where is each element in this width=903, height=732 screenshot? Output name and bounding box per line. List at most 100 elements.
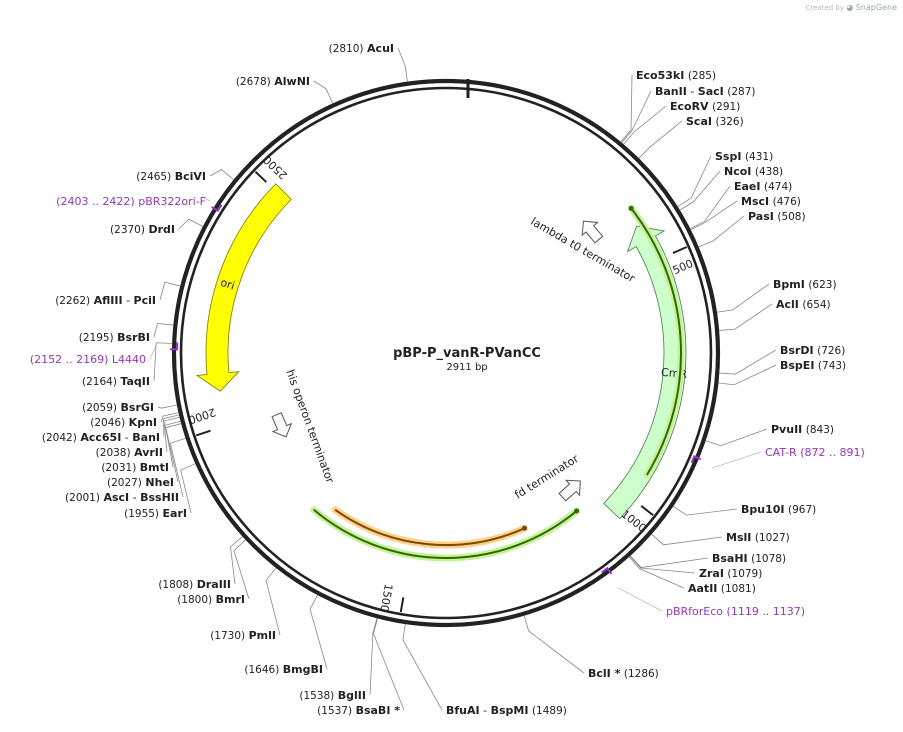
- leader-line: [313, 80, 334, 104]
- leader-line: [373, 618, 405, 711]
- site-eaei: EaeI (474): [689, 180, 792, 230]
- tick-1000: [640, 505, 654, 516]
- enzyme-name: TaqII: [120, 375, 150, 388]
- site-position: (1955): [124, 508, 159, 520]
- site-bmri: (1800) BmrI: [177, 539, 250, 606]
- site-label: NcoI (438): [724, 165, 783, 178]
- site-label: (2195) BsrBI: [79, 331, 150, 344]
- leader-line: [716, 283, 770, 313]
- enzyme-name: BmgBI: [283, 663, 323, 676]
- primer-pbrforeco: pBRforEco (1119 .. 1137): [601, 566, 805, 618]
- site-aatii: AatII (1081): [628, 556, 756, 595]
- leader-line: [616, 586, 663, 612]
- tick-label-2500: 2500: [261, 153, 290, 182]
- enzyme-name: BanII: [655, 85, 687, 98]
- tick-label-2000: 2000: [187, 405, 218, 426]
- site-position: (508): [777, 211, 805, 223]
- site-label: AatII (1081): [688, 582, 756, 595]
- primer-name: pBRforEco: [666, 605, 723, 618]
- enzyme-name: AscI: [103, 491, 129, 504]
- site-avrii: (2038) AvrII: [96, 416, 180, 459]
- site-position: (654): [802, 299, 830, 311]
- site-position: (623): [808, 279, 836, 291]
- created-by-credit: Created by ◕ SnapGene: [805, 3, 897, 12]
- leader-line: [698, 215, 745, 248]
- site-label: (2164) TaqII: [82, 375, 150, 388]
- tick-label-1500: 1500: [377, 583, 395, 613]
- leader-line: [180, 463, 196, 514]
- site-position: (2031): [101, 462, 136, 474]
- leader-line: [679, 170, 721, 211]
- site-bsabi-: (1537) BsaBI *: [317, 618, 405, 717]
- site-eco53ki: Eco53kI (285): [620, 69, 716, 143]
- leader-line: [169, 437, 186, 498]
- enzyme-name: PvuII: [771, 423, 802, 436]
- site-label: (2262) AflIII - PciI: [55, 294, 156, 307]
- orf-orange-bottom-line: [334, 508, 525, 546]
- site-position: (1537): [317, 705, 352, 717]
- enzyme-name: SspI: [715, 150, 741, 163]
- enzyme-name: MscI: [741, 195, 769, 208]
- site-acui: (2810) AcuI: [329, 42, 408, 82]
- site-pasi: PasI (508): [698, 210, 806, 248]
- enzyme-name: BpmI: [773, 278, 805, 291]
- leader-line: [638, 120, 683, 159]
- leader-line: [689, 185, 731, 230]
- sites-layer: Eco53kI (285)BanII - SacI (287)EcoRV (29…: [30, 42, 865, 717]
- site-label: BclI * (1286): [588, 667, 659, 680]
- site-bsrgi: (2059) BsrGI: [82, 401, 178, 414]
- site-position: (1646): [244, 664, 279, 676]
- site-label: PvuII (843): [771, 423, 834, 436]
- site-position: (474): [764, 181, 792, 193]
- enzyme-name: NcoI: [724, 165, 751, 178]
- enzyme-name: NheI: [145, 476, 174, 489]
- leader-line: [718, 364, 777, 386]
- site-scai: ScaI (326): [638, 115, 744, 159]
- orf-green-right: [627, 204, 685, 479]
- leader-line: [628, 556, 685, 589]
- site-bsahi: BsaHI (1078): [630, 552, 786, 568]
- enzyme-name: EarI: [163, 507, 187, 520]
- leader-line: [620, 74, 633, 143]
- site-label: PasI (508): [748, 210, 806, 223]
- enzyme-name: KpnI: [129, 416, 157, 429]
- snapgene-logo: ◕ SnapGene: [846, 3, 897, 12]
- enzyme-name: Acc65I: [80, 431, 121, 444]
- site-taqii: (2164) TaqII: [82, 342, 173, 388]
- site-label: MslI (1027): [726, 531, 790, 544]
- site-position: (285): [688, 70, 716, 82]
- leader-line: [690, 200, 738, 231]
- credit-prefix: Created by: [805, 4, 844, 12]
- enzyme-name: MslI: [726, 531, 751, 544]
- leader-line: [712, 451, 762, 469]
- backbone-layer: [171, 78, 721, 628]
- enzyme-name: BmrI: [216, 593, 245, 606]
- site-label: (2027) NheI: [107, 476, 174, 489]
- enzyme-name: BsaBI *: [356, 704, 401, 717]
- ori-label: ori: [219, 276, 237, 293]
- site-position: (967): [788, 504, 816, 516]
- site-label: Eco53kI (285): [636, 69, 716, 82]
- site-label: BanII - SacI (287): [655, 85, 756, 98]
- enzyme-name: BfuAI: [446, 704, 480, 717]
- leader-line: [629, 555, 696, 574]
- leader-line: [705, 428, 768, 447]
- enzyme-name: BciVI: [175, 170, 206, 183]
- site-label: pBRforEco (1119 .. 1137): [666, 605, 805, 618]
- backbone-outer-ring: [171, 78, 721, 628]
- site-label: BfuAI - BspMI (1489): [446, 704, 567, 717]
- leader-line: [201, 196, 211, 202]
- site-bspei: BspEI (743): [718, 359, 846, 386]
- separator: -: [121, 431, 132, 444]
- site-acli: AclI (654): [719, 298, 831, 331]
- leader-line: [369, 618, 378, 696]
- site-label: (1646) BmgBI: [244, 663, 323, 676]
- enzyme-name: BsrGI: [121, 401, 154, 414]
- site-label: (1800) BmrI: [177, 593, 245, 606]
- his-operon-terminator: his operon terminator: [271, 368, 337, 485]
- site-position: (1078): [751, 553, 786, 565]
- site-label: BsaHI (1078): [712, 552, 786, 565]
- site-position: (1079): [727, 568, 762, 580]
- enzyme-name: BsaHI: [712, 552, 748, 565]
